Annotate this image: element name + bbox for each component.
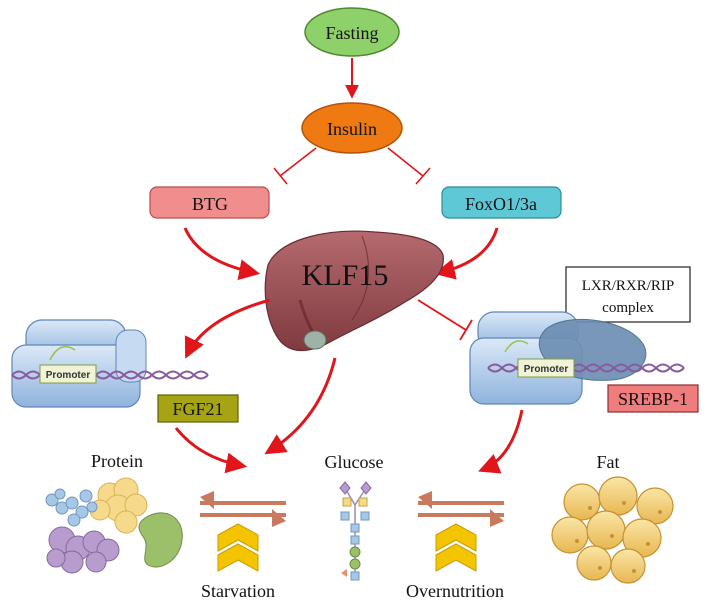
overnutrition-label: Overnutrition (406, 581, 504, 601)
glucose-icon (339, 481, 372, 581)
starvation-chevron-icon (217, 523, 259, 572)
fasting-label: Fasting (325, 23, 378, 43)
arrow-btg-klf15 (183, 227, 261, 281)
inhibit-insulin-foxo (387, 147, 431, 185)
arrow-klf15-fgf21 (184, 298, 271, 359)
starvation-label: Starvation (201, 581, 275, 601)
foxo-node: FoxO1/3a (441, 186, 562, 219)
lxr-label-line1: LXR/RXR/RIP (582, 278, 675, 294)
right-promoter-box: Promoter (517, 358, 575, 378)
fasting-node: Fasting (304, 7, 400, 57)
protein-glucose-exchange-icon (200, 491, 286, 527)
foxo-label: FoxO1/3a (465, 194, 537, 214)
lxr-label-line2: complex (602, 300, 654, 316)
inhibit-insulin-btg (273, 147, 317, 185)
right-promoter-label: Promoter (524, 364, 569, 375)
left-promoter-box: Promoter (39, 364, 97, 384)
lxr-complex-node: LXR/RXR/RIP complex (565, 266, 691, 323)
left-transcription-complex (11, 319, 147, 408)
glucose-label: Glucose (325, 452, 384, 472)
fgf21-label: FGF21 (172, 399, 223, 419)
arrow-srebp-overnutrition (478, 409, 524, 474)
protein-icon (45, 477, 183, 574)
overnutrition-chevron-icon (435, 523, 477, 572)
btg-node: BTG (149, 186, 270, 219)
btg-label: BTG (192, 194, 228, 214)
insulin-label: Insulin (327, 119, 377, 139)
arrow-foxo-klf15 (433, 227, 499, 280)
fgf21-node: FGF21 (157, 394, 239, 423)
srebp-node: SREBP-1 (607, 384, 699, 413)
srebp-label: SREBP-1 (618, 389, 688, 409)
klf15-label: KLF15 (302, 259, 389, 292)
inhibit-klf15-srebp (417, 299, 473, 341)
arrow-fgf21-starvation (174, 427, 248, 474)
insulin-node: Insulin (301, 102, 403, 154)
arrow-klf15-glucose (264, 357, 337, 455)
glucose-fat-exchange-icon (418, 491, 504, 527)
left-promoter-label: Promoter (46, 370, 91, 381)
liver-icon: KLF15 (264, 230, 444, 351)
protein-label: Protein (91, 451, 143, 471)
fat-label: Fat (596, 452, 619, 472)
fat-cells-icon (551, 476, 674, 584)
